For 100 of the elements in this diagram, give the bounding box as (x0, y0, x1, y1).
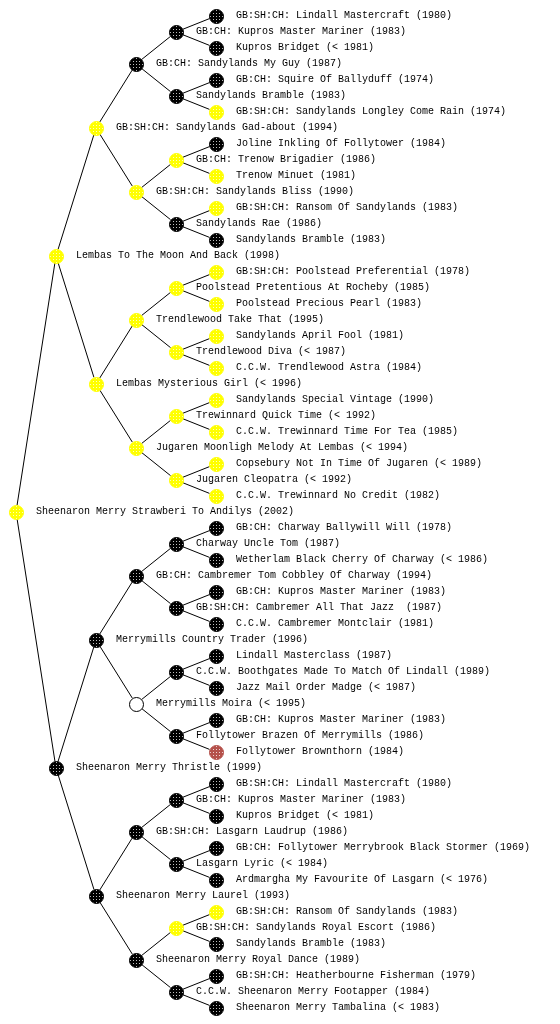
connector-line (16, 262, 56, 506)
connector-line (182, 546, 210, 558)
name-label: GB:CH: Trenow Brigadier (1986) (196, 154, 377, 166)
connector-line (182, 594, 210, 606)
connector-line (182, 866, 210, 878)
name-label: Trendlewood Take That (1995) (156, 314, 325, 326)
name-label: GB:SH:CH: Lindall Mastercraft (1980) (236, 10, 453, 22)
connector-line (99, 325, 133, 379)
connector-line (140, 675, 172, 701)
connector-line (140, 323, 172, 349)
name-label: Copsebury Not In Time Of Jugaren (< 1989) (236, 458, 483, 470)
connector-line (99, 645, 133, 699)
connector-line (182, 466, 210, 478)
name-label: Merrymills Country Trader (1996) (116, 634, 309, 646)
name-label: Lembas To The Moon And Back (1998) (76, 250, 281, 262)
connector-line (57, 134, 95, 250)
name-label: GB:SH:CH: Ransom Of Sandylands (1983) (236, 906, 459, 918)
name-label: Sandylands Bramble (1983) (236, 938, 387, 950)
name-label: C.C.W. Trewinnard Time For Tea (1985) (236, 426, 459, 438)
connector-line (182, 674, 210, 686)
name-label: Jazz Mail Order Madge (< 1987) (236, 682, 417, 694)
connector-line (182, 722, 210, 734)
connector-line (182, 850, 210, 862)
connector-line (140, 163, 172, 189)
name-label: Sandylands Bramble (1983) (236, 234, 387, 246)
name-label: Sheenaron Merry Laurel (1993) (116, 890, 291, 902)
connector-line (140, 67, 172, 93)
name-label: Sheenaron Merry Strawberi To Andilys (2002) (36, 506, 295, 518)
connector-line (182, 738, 210, 750)
name-label: Trewinnard Quick Time (< 1992) (196, 410, 377, 422)
connector-line (182, 418, 210, 430)
name-label: GB:CH: Charway Ballywill Will (1978) (236, 522, 453, 534)
name-label: GB:SH:CH: Lindall Mastercraft (1980) (236, 778, 453, 790)
connector-line (182, 354, 210, 366)
name-label: C.C.W. Sheenaron Merry Footapper (1984) (196, 986, 431, 998)
connector-line (182, 146, 210, 158)
connector-line (182, 530, 210, 542)
connector-line (99, 389, 133, 443)
connector-line (182, 786, 210, 798)
name-label: GB:SH:CH: Poolstead Preferential (1978) (236, 266, 471, 278)
connector-line (16, 518, 56, 762)
name-label: Lasgarn Lyric (< 1984) (196, 858, 329, 870)
name-label: Sheenaron Merry Thristle (1999) (76, 762, 263, 774)
connector-line (182, 914, 210, 926)
name-label: GB:SH:CH: Sandylands Bliss (1990) (156, 186, 355, 198)
name-label: Kupros Bridget (< 1981) (236, 810, 375, 822)
name-label: Jugaren Cleopatra (< 1992) (196, 474, 353, 486)
name-label: GB:CH: Kupros Master Mariner (1983) (236, 586, 447, 598)
name-label: Follytower Brazen Of Merrymills (1986) (196, 730, 425, 742)
name-label: Jugaren Moonligh Melody At Lembas (< 1994) (156, 442, 409, 454)
connector-line (99, 901, 133, 955)
name-label: Wetherlam Black Cherry Of Charway (< 1986) (236, 554, 489, 566)
connector-line (140, 547, 172, 573)
connector-line (57, 646, 95, 762)
name-label: GB:CH: Kupros Master Mariner (1983) (196, 794, 407, 806)
connector-line (182, 210, 210, 222)
name-label: GB:SH:CH: Heatherbourne Fisherman (1979) (236, 970, 477, 982)
name-label: GB:CH: Cambremer Tom Cobbley Of Charway (1994) (156, 570, 433, 582)
connector-line (182, 226, 210, 238)
connector-line (182, 274, 210, 286)
name-label: Sandylands April Fool (1981) (236, 330, 405, 342)
name-label: Sandylands Bramble (1983) (196, 90, 347, 102)
name-label: Poolstead Precious Pearl (1983) (236, 298, 423, 310)
name-label: GB:SH:CH: Sandylands Longley Come Rain (1974) (236, 106, 507, 118)
name-label: GB:CH: Kupros Master Mariner (1983) (196, 26, 407, 38)
name-label: Trenow Minuet (1981) (236, 170, 357, 182)
connector-line (99, 69, 133, 123)
name-label: Kupros Bridget (< 1981) (236, 42, 375, 54)
name-label: GB:SH:CH: Ransom Of Sandylands (1983) (236, 202, 459, 214)
name-label: GB:SH:CH: Lasgarn Laudrup (1986) (156, 826, 349, 838)
connector-line (182, 18, 210, 30)
connector-line (140, 291, 172, 317)
name-label: Sandylands Rae (1986) (196, 218, 323, 230)
connector-line (182, 34, 210, 46)
name-label: GB:CH: Follytower Merrybrook Black Stormer (1969) (236, 842, 531, 854)
connector-line (182, 82, 210, 94)
connector-line (99, 133, 133, 187)
name-label: Joline Inkling Of Follytower (1984) (236, 138, 447, 150)
name-label: Lindall Masterclass (1987) (236, 650, 393, 662)
connector-line (140, 419, 172, 445)
connector-line (140, 707, 172, 733)
name-label: C.C.W. Cambremer Montclair (1981) (236, 618, 435, 630)
connector-line (182, 162, 210, 174)
connector-line (182, 930, 210, 942)
connector-line (182, 658, 210, 670)
name-label: Charway Uncle Tom (1987) (196, 538, 341, 550)
name-label: GB:SH:CH: Sandylands Gad-about (1994) (116, 122, 339, 134)
connector-line (182, 338, 210, 350)
name-label: Sheenaron Merry Royal Dance (1989) (156, 954, 361, 966)
connector-line (182, 802, 210, 814)
name-label: GB:CH: Sandylands My Guy (1987) (156, 58, 343, 70)
name-label: GB:CH: Kupros Master Mariner (1983) (236, 714, 447, 726)
connector-line (140, 579, 172, 605)
connector-line (99, 837, 133, 891)
connector-line (182, 482, 210, 494)
name-label: GB:SH:CH: Cambremer All That Jazz (1987) (196, 602, 443, 614)
connector-line (57, 262, 95, 378)
name-label: C.C.W. Trendlewood Astra (1984) (236, 362, 423, 374)
name-label: Sandylands Special Vintage (1990) (236, 394, 435, 406)
name-label: Lembas Mysterious Girl (< 1996) (116, 378, 303, 390)
